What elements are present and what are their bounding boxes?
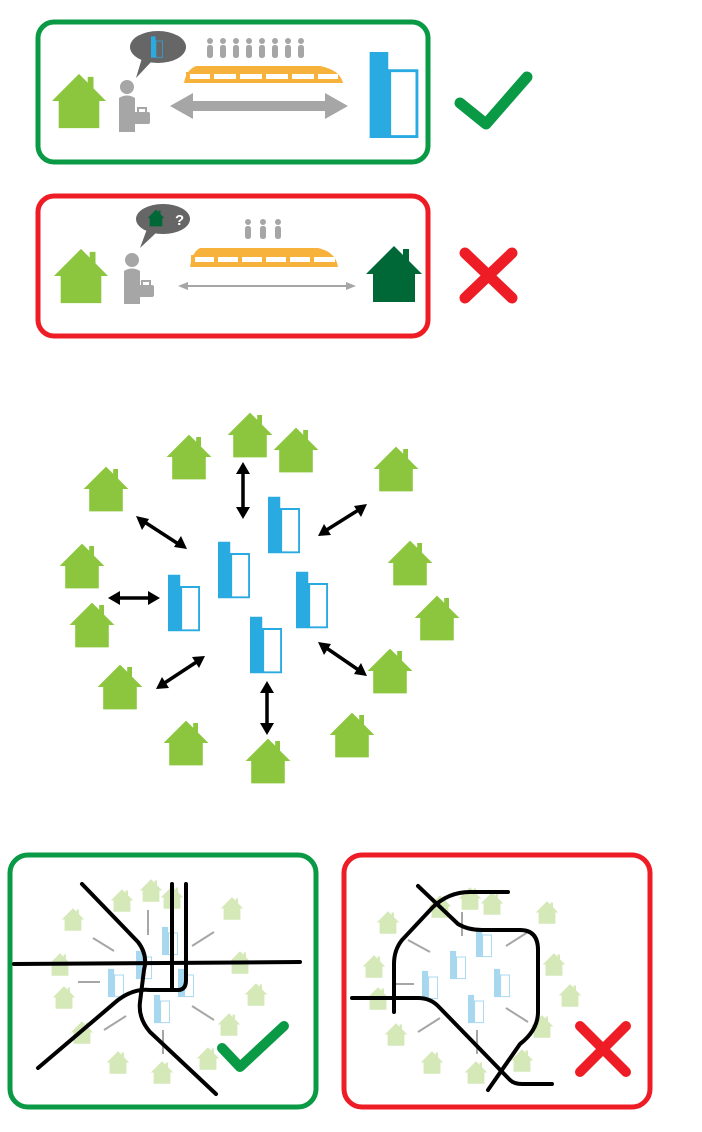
- train-icon: [190, 248, 338, 267]
- rail-line: [350, 884, 554, 1092]
- bad-commute-panel: ?: [35, 193, 518, 339]
- office-building-icon: [108, 926, 194, 1024]
- check-icon: [217, 1021, 289, 1072]
- house-icon: [53, 248, 109, 304]
- train-icon: [184, 66, 343, 83]
- ring-network-panel: [341, 852, 653, 1110]
- cross-icon: [459, 247, 518, 304]
- speech-bubble-icon: [130, 31, 186, 78]
- double-arrow-icon: [170, 93, 348, 119]
- bad-panel-frame: [341, 852, 653, 1110]
- double-arrow-icon: [178, 282, 356, 290]
- commuter-icon: [124, 253, 154, 304]
- rail-line: [12, 882, 302, 1096]
- bad-panel-frame: [35, 193, 431, 339]
- speech-bubble-icon: ?: [136, 204, 190, 248]
- house-icon: [51, 73, 107, 129]
- cross-icon: [575, 1021, 631, 1077]
- check-icon: [454, 71, 533, 130]
- good-commute-panel: [35, 19, 533, 165]
- double-arrow-icon: [78, 910, 215, 1054]
- office-building-icon: [422, 928, 510, 1024]
- house-icon: [366, 246, 422, 302]
- radial-city-diagram: [59, 412, 460, 784]
- office-building-icon: [369, 52, 419, 138]
- commuter-icon: [119, 80, 150, 132]
- office-building-icon: [168, 496, 328, 674]
- good-panel-frame: [35, 19, 431, 165]
- passenger-icon: [245, 219, 281, 239]
- double-arrow-icon: [108, 462, 367, 735]
- passenger-icon: [207, 38, 304, 58]
- question-mark: ?: [175, 212, 184, 229]
- good-panel-frame: [7, 852, 319, 1110]
- double-arrow-icon: [392, 912, 529, 1054]
- radial-network-panel: [7, 852, 319, 1110]
